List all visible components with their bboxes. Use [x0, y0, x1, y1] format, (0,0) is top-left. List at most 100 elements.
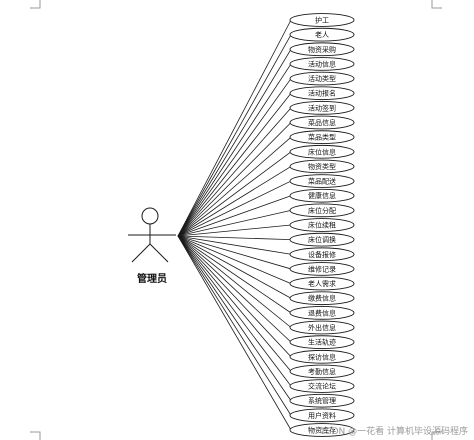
use-case: 护工: [289, 13, 355, 27]
association-line: [177, 224, 292, 237]
actor-left-leg: [131, 243, 151, 263]
use-case-ellipse: [289, 262, 355, 276]
use-case-ellipse: [289, 218, 355, 232]
use-case: 退费信息: [289, 306, 355, 320]
association-line: [177, 235, 292, 328]
use-case-label: 健康信息: [308, 191, 336, 200]
use-case-ellipse: [289, 27, 355, 42]
association-line: [177, 122, 292, 237]
use-case-ellipse: [289, 130, 355, 144]
use-case: 考勤信息: [289, 364, 355, 379]
use-case-label: 系统管理: [308, 396, 336, 405]
use-case: 缴费信息: [289, 291, 355, 306]
use-case-ellipse: [289, 276, 355, 291]
use-case-ellipse: [289, 174, 355, 188]
use-case-label: 用户资料: [308, 411, 336, 420]
use-case: 设备报修: [289, 247, 355, 262]
use-case-label: 外出信息: [308, 323, 336, 332]
use-case-label: 床位续租: [308, 221, 336, 230]
use-case-label: 生活轨迹: [308, 338, 336, 347]
watermark-text: CSDN @一花看 计算机毕设源码程序: [320, 425, 468, 437]
use-case: 菜品配送: [289, 174, 355, 188]
association-line: [177, 180, 292, 237]
use-case: 用户资料: [289, 408, 355, 423]
use-case: 活动报名: [289, 86, 355, 101]
use-case-ellipse: [289, 115, 355, 130]
association-line: [177, 19, 292, 237]
association-line: [177, 78, 292, 237]
use-case-ellipse: [289, 101, 355, 115]
use-case: 床位分配: [289, 203, 355, 218]
use-case-label: 床位分配: [308, 206, 336, 215]
use-case: 老人: [289, 27, 355, 42]
use-case-ellipse: [289, 364, 355, 379]
use-case-ellipse: [289, 247, 355, 262]
association-line: [177, 235, 292, 387]
use-case-label: 活动签到: [308, 103, 336, 112]
use-case-ellipse: [289, 144, 355, 159]
association-line: [177, 136, 292, 237]
use-case: 活动类型: [289, 71, 355, 86]
use-case-label: 床位调换: [308, 235, 336, 244]
use-case-ellipse: [289, 379, 355, 393]
association-line: [177, 34, 292, 237]
association-line: [177, 235, 292, 358]
association-line: [177, 63, 292, 237]
use-case: 床位调换: [289, 232, 355, 247]
use-case: 床位信息: [289, 144, 355, 159]
association-line: [177, 235, 292, 241]
use-case-label: 菜品类型: [308, 133, 336, 142]
use-case-label: 菜品信息: [308, 118, 336, 127]
use-case-ellipse: [289, 159, 355, 174]
actor-figure: 管理员: [128, 207, 176, 285]
actor-label: 管理员: [137, 272, 167, 285]
association-line: [177, 151, 292, 237]
use-case: 物资类型: [289, 159, 355, 174]
actor-right-leg: [149, 243, 169, 263]
use-case-ellipse: [289, 203, 355, 218]
association-line: [177, 235, 292, 343]
use-case-ellipse: [289, 42, 355, 57]
use-case-label: 缴费信息: [308, 294, 336, 303]
use-case: 健康信息: [289, 188, 355, 203]
use-case-label: 设备报修: [308, 250, 336, 259]
use-case-ellipse: [289, 423, 355, 437]
use-case-label: 床位信息: [308, 147, 336, 156]
association-line: [177, 209, 292, 237]
use-case-label: 考勤信息: [308, 367, 336, 376]
use-case-ellipse: [289, 320, 355, 335]
use-case-ellipse: [289, 291, 355, 306]
use-case: 菜品信息: [289, 115, 355, 130]
use-case-label: 菜品配送: [308, 177, 336, 186]
use-case-label: 物资类型: [308, 162, 336, 171]
use-case-label: 护工: [315, 16, 329, 25]
use-case: 物资采购: [289, 42, 355, 57]
use-case-ellipse: [289, 71, 355, 86]
association-line: [177, 235, 292, 270]
association-line: [177, 235, 292, 255]
association-line: [177, 195, 292, 237]
use-case-label: 物资库存: [308, 426, 336, 435]
association-line: [177, 235, 292, 314]
use-case: 活动签到: [289, 101, 355, 115]
association-line: [177, 107, 292, 237]
use-case-label: 活动信息: [308, 59, 336, 68]
use-case-ellipse: [289, 393, 355, 408]
use-case: 活动信息: [289, 57, 355, 71]
use-case-ellipse: [289, 408, 355, 423]
association-line: [177, 235, 292, 372]
use-case: 床位续租: [289, 218, 355, 232]
use-case: 交流论坛: [289, 379, 355, 393]
use-case: 维修记录: [289, 262, 355, 276]
use-case-ellipse: [289, 335, 355, 349]
actor-head: [141, 207, 159, 225]
use-case-ellipse: [289, 306, 355, 320]
use-case-label: 物资采购: [308, 45, 336, 54]
association-line: [177, 235, 292, 299]
use-case: 老人需求: [289, 276, 355, 291]
use-case-label: 老人需求: [308, 279, 336, 288]
use-case-label: 退费信息: [308, 308, 336, 317]
use-case: 生活轨迹: [289, 335, 355, 349]
use-case: 外出信息: [289, 320, 355, 335]
